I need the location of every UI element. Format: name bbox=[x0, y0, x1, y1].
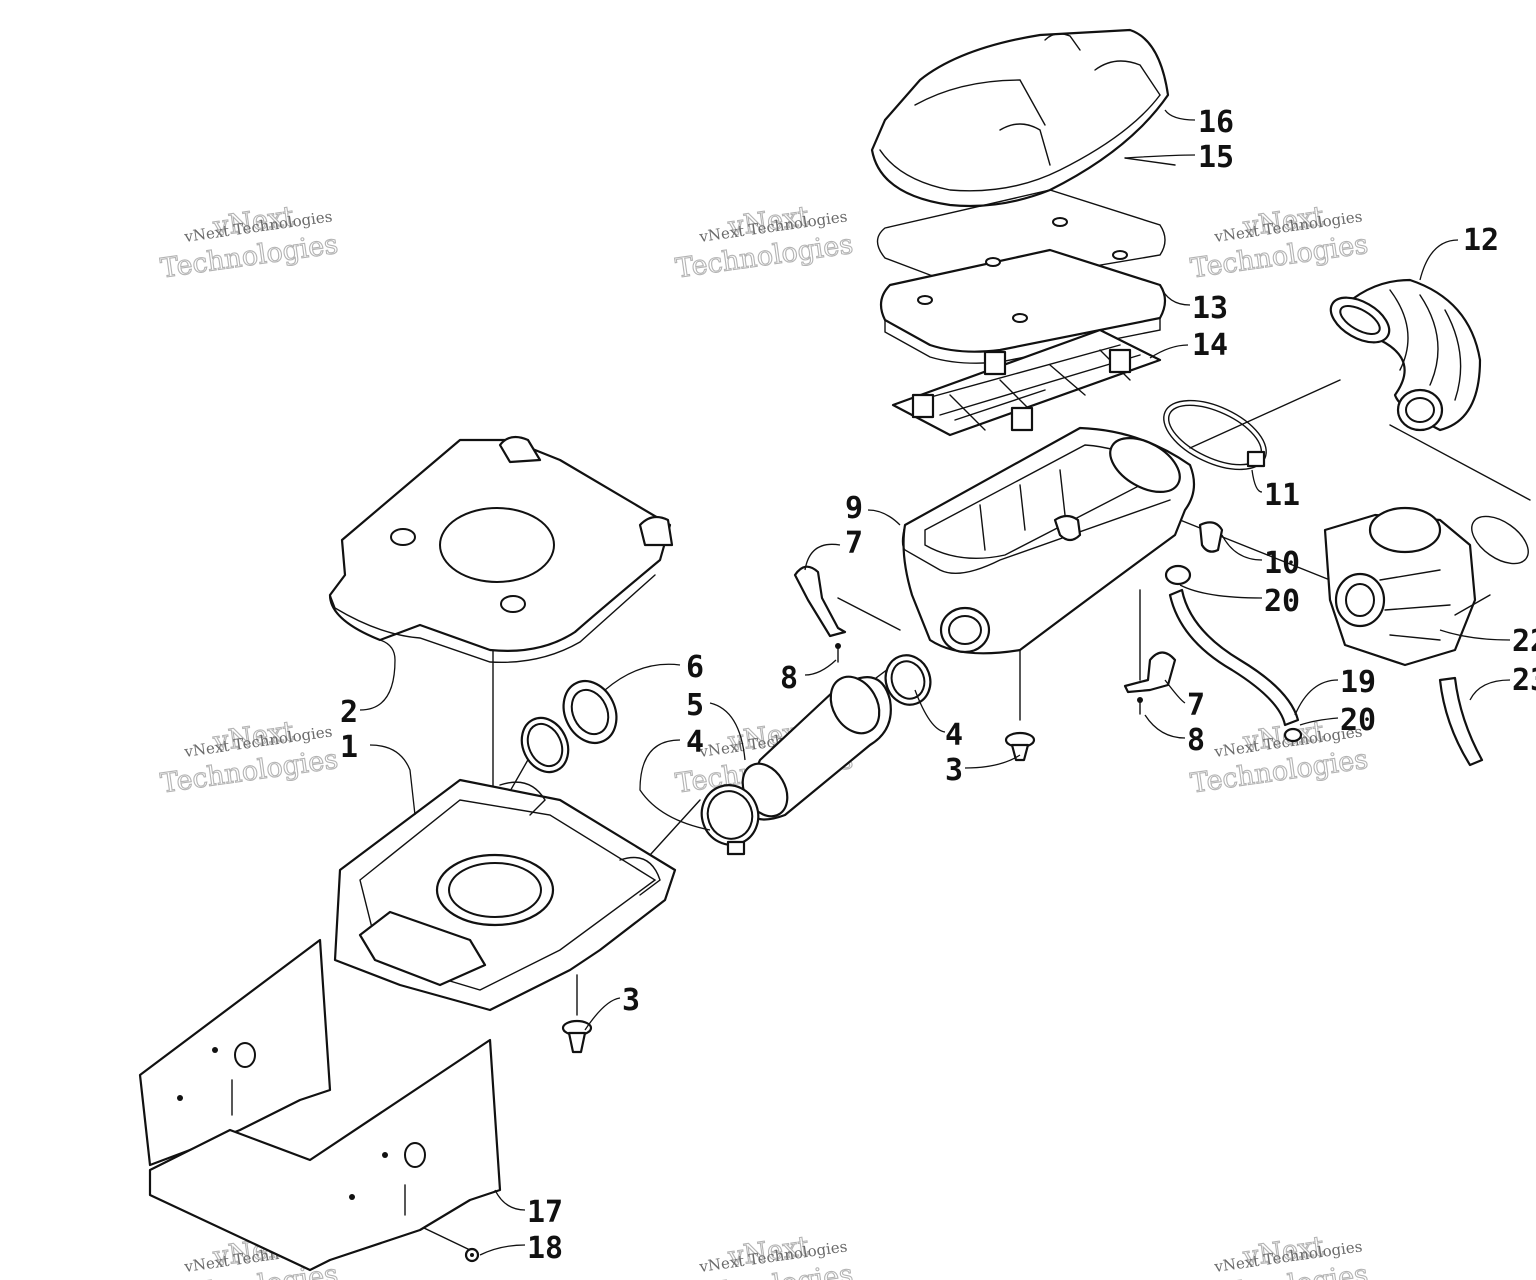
clamp-4-left bbox=[700, 784, 760, 856]
screw-8-lower bbox=[1137, 697, 1143, 715]
callout-22: 22 bbox=[1512, 624, 1536, 659]
screw-8-upper bbox=[835, 643, 841, 663]
callout-3-right: 3 bbox=[945, 753, 963, 788]
grommet-3-right bbox=[1004, 731, 1036, 762]
air-filter bbox=[879, 217, 1167, 364]
callout-17: 17 bbox=[527, 1195, 563, 1230]
callout-20-upper: 20 bbox=[1264, 584, 1300, 619]
callout-13: 13 bbox=[1192, 291, 1228, 326]
clamp-4-mid bbox=[520, 716, 570, 774]
callout-12: 12 bbox=[1463, 223, 1499, 258]
callout-1: 1 bbox=[340, 730, 358, 765]
callout-18: 18 bbox=[527, 1231, 563, 1266]
callout-7-upper: 7 bbox=[845, 526, 863, 561]
carburetor bbox=[1323, 506, 1529, 667]
watermark: vNext Technologies vNext Technologies bbox=[1188, 715, 1370, 800]
bracket-7-upper bbox=[793, 565, 901, 638]
lower-airbox-tray bbox=[333, 778, 677, 1012]
clip-10 bbox=[1198, 521, 1224, 553]
bracket-7-lower bbox=[1123, 589, 1177, 694]
hose-23 bbox=[1438, 676, 1484, 767]
watermark: vNext Technologies vNext Technologies bbox=[1188, 200, 1370, 285]
callout-14: 14 bbox=[1192, 328, 1228, 363]
callout-10: 10 bbox=[1264, 546, 1300, 581]
callout-15: 15 bbox=[1198, 140, 1234, 175]
callout-5: 5 bbox=[686, 688, 704, 723]
callout-19: 19 bbox=[1340, 665, 1376, 700]
clip-20-upper bbox=[1164, 564, 1192, 586]
filter-cage bbox=[891, 328, 1162, 437]
heat-shield bbox=[138, 938, 502, 1272]
watermark: vNext Technologies vNext Technologies bbox=[158, 715, 340, 800]
callout-4-left: 4 bbox=[686, 725, 704, 760]
callout-8-lower: 8 bbox=[1187, 723, 1205, 758]
callout-6: 6 bbox=[686, 650, 704, 685]
airbox-housing bbox=[901, 426, 1196, 655]
watermark: vNext Technologies vNext Technologies bbox=[1188, 1230, 1370, 1280]
callout-7-lower: 7 bbox=[1187, 688, 1205, 723]
clamp-4-right bbox=[884, 654, 932, 706]
intake-duct-5 bbox=[741, 675, 892, 821]
airbox-lid bbox=[870, 28, 1170, 208]
bolt-18 bbox=[464, 1247, 480, 1263]
watermark: vNext Technologies vNext Technologies bbox=[673, 1230, 855, 1280]
callout-4-right: 4 bbox=[945, 718, 963, 753]
hose-19 bbox=[1168, 588, 1303, 743]
coupler-6 bbox=[562, 680, 618, 744]
callout-23: 23 bbox=[1512, 663, 1536, 698]
callout-9: 9 bbox=[845, 491, 863, 526]
callout-11: 11 bbox=[1264, 478, 1300, 513]
callout-20-lower: 20 bbox=[1340, 703, 1376, 738]
leader-lines bbox=[359, 109, 1511, 1256]
callout-16: 16 bbox=[1198, 105, 1234, 140]
callout-labels: 16 15 12 13 14 11 9 10 7 20 22 8 6 2 5 7… bbox=[340, 105, 1536, 1266]
clamp-large bbox=[1163, 399, 1267, 471]
callout-2: 2 bbox=[340, 695, 358, 730]
lower-airbox-cover bbox=[328, 435, 674, 664]
watermark: vNext Technologies vNext Technologies bbox=[158, 200, 340, 285]
callout-3-left: 3 bbox=[622, 983, 640, 1018]
watermark: vNext Technologies vNext Technologies bbox=[673, 200, 855, 285]
intake-boot bbox=[1329, 278, 1482, 432]
grommet-3-left bbox=[561, 1019, 593, 1054]
callout-8-upper: 8 bbox=[780, 661, 798, 696]
